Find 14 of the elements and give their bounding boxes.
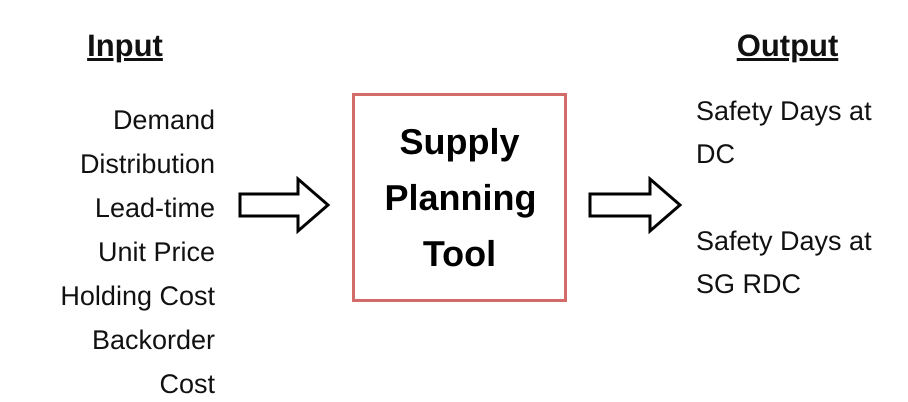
list-item: Holding Cost <box>59 280 215 313</box>
list-item: Demand <box>112 104 215 137</box>
block-arrow <box>588 176 682 234</box>
list-item: Distribution <box>78 148 215 181</box>
list-item: Safety Days at DC <box>696 95 873 171</box>
list-item: Backorder Cost <box>90 324 215 401</box>
box-title: Supply Planning Tool <box>384 120 534 276</box>
list-item: Lead-time <box>94 192 215 225</box>
column-heading: Input <box>86 27 164 65</box>
column-heading: Output <box>736 27 840 65</box>
list-item: Unit Price <box>96 236 215 269</box>
block-arrow <box>238 176 330 234</box>
list-item: Safety Days at SG RDC <box>696 225 873 301</box>
process-box <box>352 93 567 302</box>
